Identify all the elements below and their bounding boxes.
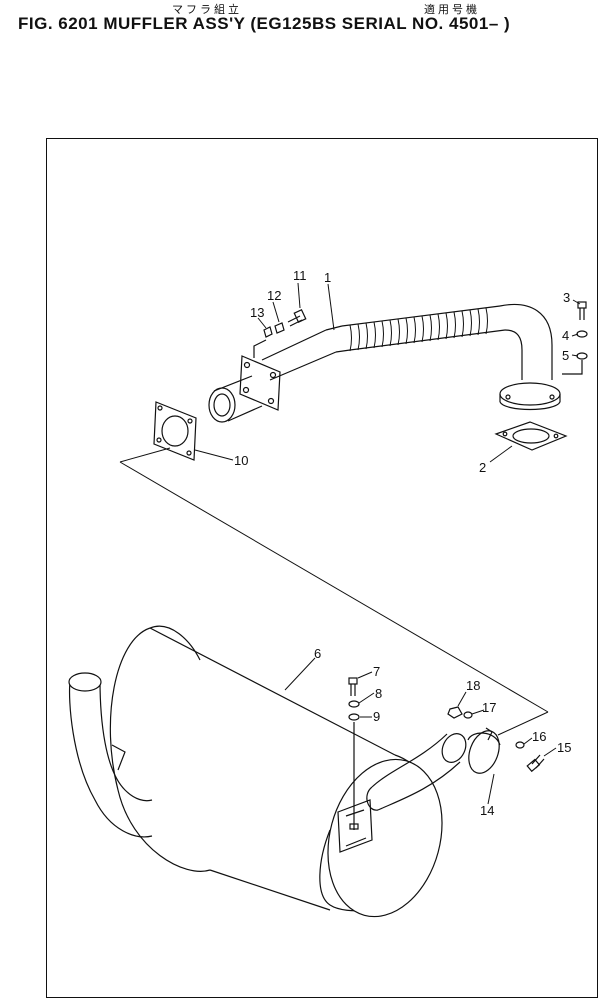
clamp bbox=[467, 727, 501, 774]
leader-lines bbox=[194, 282, 581, 805]
bolt-washers-muffler bbox=[348, 677, 360, 830]
callout-11: 11 bbox=[293, 268, 307, 283]
figure-title: FIG. 6201 MUFFLER ASS'Y (EG125BS SERIAL … bbox=[18, 14, 511, 33]
callout-9: 9 bbox=[373, 709, 380, 724]
callout-8: 8 bbox=[375, 686, 382, 701]
japanese-subtitle-muffler: マフラ組立 bbox=[172, 3, 242, 16]
callout-17: 17 bbox=[482, 700, 496, 715]
callout-4: 4 bbox=[562, 328, 569, 343]
callout-18: 18 bbox=[466, 678, 480, 693]
callout-15: 15 bbox=[557, 740, 571, 755]
callout-12: 12 bbox=[267, 288, 281, 303]
clamp-hardware bbox=[447, 706, 545, 773]
japanese-subtitle-applicable-model: 適用号機 bbox=[424, 3, 480, 16]
front-flange-hardware bbox=[253, 308, 307, 358]
callout-10: 10 bbox=[234, 453, 248, 468]
callout-2: 2 bbox=[479, 460, 486, 475]
callout-13: 13 bbox=[250, 305, 264, 320]
exhaust-pipe bbox=[208, 303, 561, 423]
muffler-body bbox=[68, 625, 467, 918]
gasket-rear bbox=[494, 421, 568, 451]
callout-1: 1 bbox=[324, 270, 331, 285]
callout-6: 6 bbox=[314, 646, 321, 661]
callout-16: 16 bbox=[532, 729, 546, 744]
diagram-frame bbox=[46, 138, 598, 998]
callout-14: 14 bbox=[480, 803, 494, 818]
gasket-front bbox=[153, 401, 197, 461]
callout-3: 3 bbox=[563, 290, 570, 305]
callout-5: 5 bbox=[562, 348, 569, 363]
callout-7: 7 bbox=[373, 664, 380, 679]
assembly-lines bbox=[119, 447, 549, 736]
